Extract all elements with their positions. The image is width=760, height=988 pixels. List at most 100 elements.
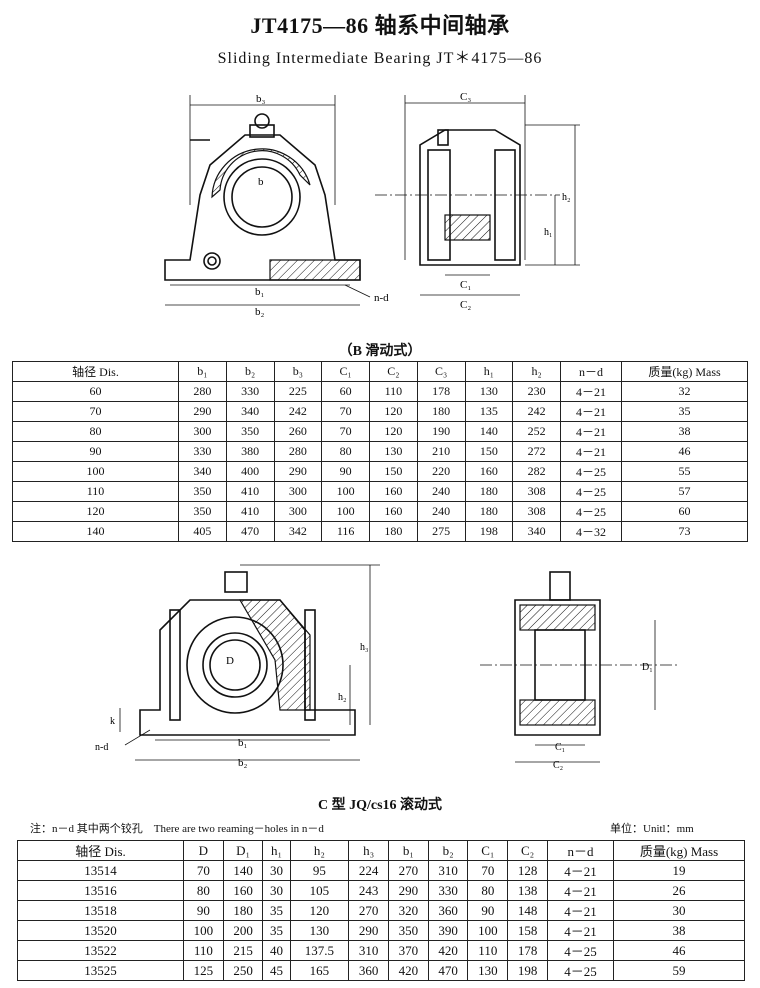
table-cell: 180 <box>416 401 466 422</box>
table-cell: 290 <box>273 461 323 482</box>
header-cell: h₃ <box>348 840 389 861</box>
table-cell: 140 <box>464 421 514 442</box>
table-cell: 13516 <box>17 880 184 901</box>
table-cell: 148 <box>507 900 548 921</box>
table2-unit: 单位：Unitl：mm <box>610 823 694 835</box>
table-cell: 80 <box>321 441 370 462</box>
label-h3: h₃ <box>360 642 369 653</box>
table-cell: 55 <box>621 461 748 482</box>
label-C3: C₃ <box>460 91 471 103</box>
label-n-d: n-d <box>95 742 108 753</box>
table-cell: 80 <box>467 880 509 901</box>
table-cell: 350 <box>387 920 429 941</box>
table-cell: 30 <box>262 860 291 881</box>
header-cell: n－d <box>547 840 614 861</box>
header-cell: C₂ <box>369 361 418 382</box>
header-cell: b₁ <box>387 840 429 861</box>
table-cell: 13520 <box>17 920 184 941</box>
table-cell: 110 <box>12 481 179 502</box>
table-cell: 180 <box>464 501 514 522</box>
table-cell: 230 <box>512 381 561 402</box>
label-C2: C₂ <box>553 760 563 771</box>
table-cell: 300 <box>273 481 323 502</box>
label-C1: C₁ <box>460 279 471 291</box>
table-cell: 470 <box>427 960 469 981</box>
table-cell: 272 <box>512 441 561 462</box>
label-b2: b₂ <box>238 757 248 769</box>
table-cell: 160 <box>464 461 514 482</box>
table-cell: 90 <box>12 441 179 462</box>
header-cell: b₂ <box>225 361 275 382</box>
header-cell: D₁ <box>222 840 264 861</box>
header-cell: b₁ <box>178 361 227 382</box>
label-C1: C₁ <box>555 742 565 753</box>
table-cell: 340 <box>512 521 561 542</box>
table-cell: 57 <box>621 481 748 502</box>
table-cell: 130 <box>464 381 514 402</box>
table-cell: 470 <box>225 521 275 542</box>
table-cell: 340 <box>178 461 227 482</box>
table-cell: 70 <box>183 860 224 881</box>
table-cell: 130 <box>369 441 418 462</box>
label-h2: h₂ <box>338 692 347 703</box>
table-cell: 158 <box>507 920 548 941</box>
table-cell: 410 <box>225 501 275 522</box>
table-cell: 40 <box>262 940 291 961</box>
table-cell: 400 <box>225 461 275 482</box>
table-cell: 32 <box>621 381 748 402</box>
table-cell: 120 <box>369 401 418 422</box>
document-subtitle: Sliding Intermediate Bearing JT＊4175—86 <box>217 50 543 67</box>
table-cell: 220 <box>416 461 466 482</box>
table-cell: 45 <box>262 960 291 981</box>
label-C2: C₂ <box>460 299 471 311</box>
table-cell: 310 <box>427 860 469 881</box>
table-cell: 46 <box>621 441 748 462</box>
table-cell: 260 <box>273 421 323 442</box>
table-cell: 35 <box>262 900 291 921</box>
label-k: k <box>110 716 115 727</box>
table-cell: 270 <box>387 860 429 881</box>
table-cell: 60 <box>321 381 370 402</box>
table-cell: 140 <box>222 860 264 881</box>
header-cell: C₁ <box>321 361 370 382</box>
table-cell: 138 <box>507 880 548 901</box>
table-cell: 300 <box>178 421 227 442</box>
table-cell: 59 <box>613 960 745 981</box>
table-cell: 46 <box>613 940 745 961</box>
table-cell: 252 <box>512 421 561 442</box>
header-cell: C₁ <box>467 840 509 861</box>
table-cell: 140 <box>12 521 179 542</box>
table-cell: 70 <box>467 860 509 881</box>
table-cell: 240 <box>416 481 466 502</box>
table-cell: 270 <box>348 900 389 921</box>
table-cell: 125 <box>183 960 224 981</box>
table-cell: 13518 <box>17 900 184 921</box>
table-cell: 380 <box>225 441 275 462</box>
header-cell: h₂ <box>512 361 561 382</box>
table-cell: 4－21 <box>547 900 614 921</box>
table-cell: 70 <box>321 421 370 442</box>
label-D: D <box>226 655 234 667</box>
table-cell: 120 <box>289 900 350 921</box>
table-cell: 210 <box>416 441 466 462</box>
table1-caption: （B 滑动式） <box>338 344 422 359</box>
table-cell: 116 <box>321 521 370 542</box>
table-cell: 178 <box>507 940 548 961</box>
header-cell: b₂ <box>427 840 469 861</box>
label-h2: h₂ <box>562 192 571 203</box>
table-cell: 360 <box>427 900 469 921</box>
table-cell: 160 <box>369 481 418 502</box>
table-cell: 4－25 <box>560 481 622 502</box>
sliding-bearing-drawing: b₃ b b₁ b₂ n-d C₃ h₂ h₁ C₁ C₂ <box>164 91 580 318</box>
header-cell: 质量(kg) Mass <box>621 361 748 382</box>
table-cell: 100 <box>12 461 179 482</box>
table-cell: 13514 <box>17 860 184 881</box>
table-cell: 100 <box>183 920 224 941</box>
table-cell: 150 <box>464 441 514 462</box>
